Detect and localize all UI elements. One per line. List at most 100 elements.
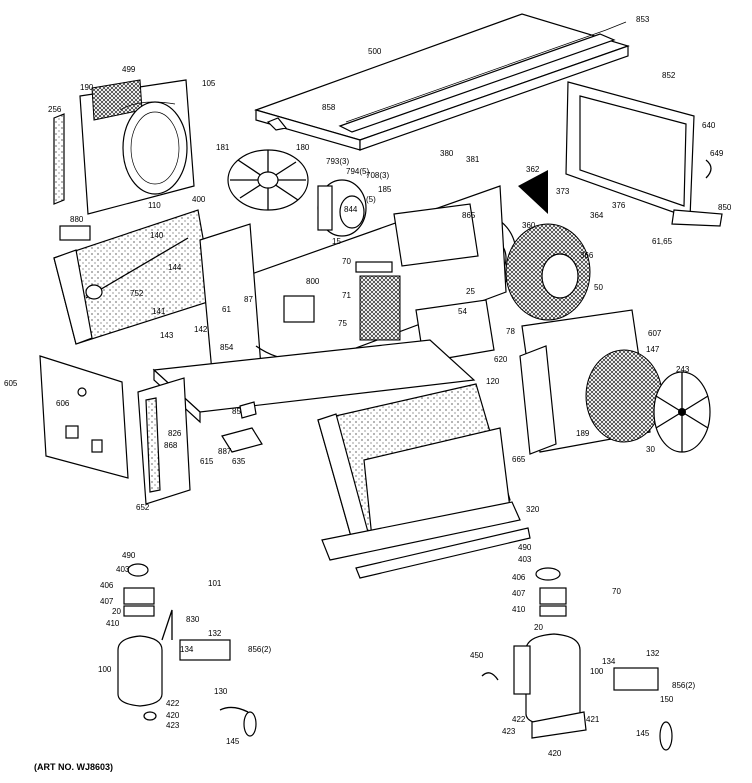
callout-label: 403	[518, 555, 532, 564]
callout-label: 30	[646, 445, 655, 454]
side-rail-part	[137, 377, 191, 505]
callout-label: 752	[130, 289, 144, 298]
callout-label: 120	[486, 377, 500, 386]
callout-label: 406	[100, 581, 114, 590]
callout-label: 640	[702, 121, 716, 130]
callout-label: 422	[166, 699, 180, 708]
callout-label: 423	[166, 721, 180, 730]
callout-label: 105	[202, 79, 216, 88]
fan-motor-part	[317, 179, 367, 237]
callout-label: 360	[522, 221, 536, 230]
callout-label: 147	[646, 345, 660, 354]
callout-label: 858	[322, 103, 336, 112]
callout-label: 20	[112, 607, 121, 616]
callout-label: 142	[194, 325, 208, 334]
callout-label: 130	[214, 687, 228, 696]
callout-label: 373	[556, 187, 570, 196]
blower-wheel-part	[505, 223, 591, 321]
callout-label: 185	[378, 185, 392, 194]
callout-label: 61,65	[652, 237, 673, 246]
callout-label: 887	[218, 447, 232, 456]
callout-label: 793(3)	[326, 157, 349, 166]
callout-label: 620	[494, 355, 508, 364]
callout-label: 243	[676, 365, 690, 374]
callout-label: 366	[580, 251, 594, 260]
callout-label: 50	[594, 283, 603, 292]
side-strip-part	[53, 113, 65, 205]
front-coil-part	[317, 383, 511, 541]
callout-label: 20	[534, 623, 543, 632]
callout-label: 132	[208, 629, 222, 638]
callout-label: 410	[512, 605, 526, 614]
callout-label: 450	[470, 651, 484, 660]
callout-label: 100	[98, 665, 112, 674]
callout-label: 499	[122, 65, 136, 74]
callout-label: 420	[548, 749, 562, 758]
callout-label: 400	[192, 195, 206, 204]
callout-label: 70	[612, 587, 621, 596]
callout-label: 649	[710, 149, 724, 158]
callout-label: 665	[512, 455, 526, 464]
callout-label: 145	[636, 729, 650, 738]
heater-element-part	[355, 261, 401, 341]
callout-label: 407	[100, 597, 114, 606]
callout-label: 141	[152, 307, 166, 316]
condenser-fan-guard-part	[519, 309, 663, 455]
callout-label: 490	[518, 543, 532, 552]
callout-label: 54	[458, 307, 467, 316]
callout-label: 190	[80, 83, 94, 92]
callout-label: 362	[526, 165, 540, 174]
bracket-part	[221, 401, 263, 453]
callout-label: 410	[106, 619, 120, 628]
baffle-part	[518, 170, 548, 214]
callout-label: 189	[576, 429, 590, 438]
callout-label: 850	[718, 203, 732, 212]
callout-label: 75	[338, 319, 347, 328]
callout-label: 380	[440, 149, 454, 158]
callout-label: 376	[612, 201, 626, 210]
callout-label: 71	[342, 291, 351, 300]
compressor-right-part	[481, 567, 673, 751]
callout-label: 181	[216, 143, 230, 152]
callout-label: 320	[526, 505, 540, 514]
callout-label: 854	[220, 343, 234, 352]
callout-label: 61	[222, 305, 231, 314]
callout-label: 150	[660, 695, 674, 704]
callout-label: 856(2)	[248, 645, 271, 654]
callout-label: 406	[512, 573, 526, 582]
art-number-caption: (ART NO. WJ8603)	[34, 762, 114, 772]
callout-label: 606	[56, 399, 70, 408]
callout-label: 490	[122, 551, 136, 560]
callout-label: 25	[466, 287, 475, 296]
callout-label: 652	[136, 503, 150, 512]
condenser-shroud-part	[79, 79, 195, 215]
callout-label: 132	[646, 649, 660, 658]
drain-pan-part	[321, 501, 531, 579]
callout-label: 407	[512, 589, 526, 598]
callout-label: 868	[164, 441, 178, 450]
callout-label: 364	[590, 211, 604, 220]
callout-label: 180	[296, 143, 310, 152]
callout-label: 607	[648, 329, 662, 338]
callout-label: 423	[502, 727, 516, 736]
callout-label: 880	[70, 215, 84, 224]
callout-label: 134	[180, 645, 194, 654]
callout-label: 852	[662, 71, 676, 80]
callout-label: 826	[168, 429, 182, 438]
callout-label: 500	[368, 47, 382, 56]
callout-label: 605	[4, 379, 18, 388]
callout-label: 830	[186, 615, 200, 624]
callout-label: 145	[226, 737, 240, 746]
callout-label: 421	[586, 715, 600, 724]
callout-label: 422	[512, 715, 526, 724]
callout-label: 140	[150, 231, 164, 240]
callout-label: 615	[200, 457, 214, 466]
blower-fan-part	[227, 149, 309, 211]
callout-label: 100	[590, 667, 604, 676]
callout-label: 635	[232, 457, 246, 466]
callout-label: 800	[306, 277, 320, 286]
callout-label: 15	[332, 237, 341, 246]
callout-label: 794(5)	[346, 167, 369, 176]
callout-label: 256	[48, 105, 62, 114]
